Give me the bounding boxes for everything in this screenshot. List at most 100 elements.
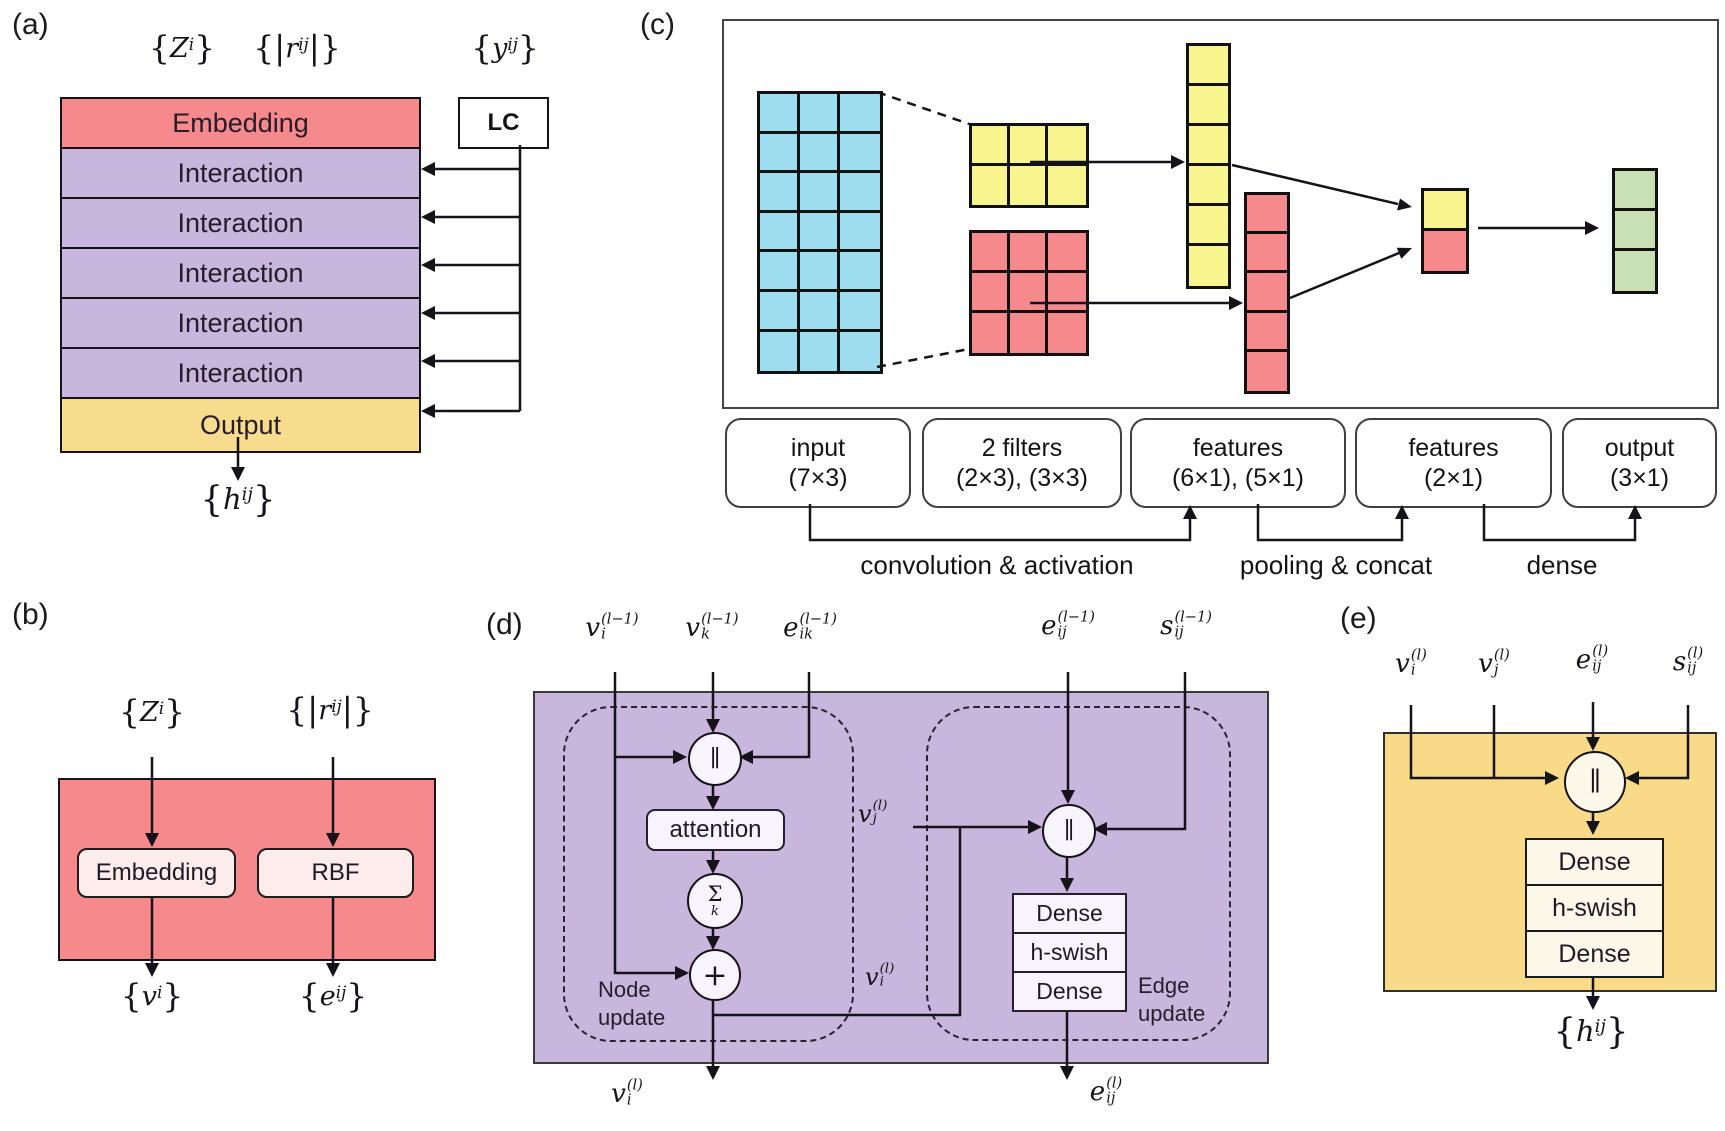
- label-box-filters: 2 filters (2×3), (3×3): [922, 418, 1122, 508]
- grid-cell: [840, 331, 880, 372]
- grid-cell: [760, 331, 800, 372]
- grid-cell: [972, 233, 1010, 273]
- label-line: features: [1192, 434, 1284, 462]
- grid-cell: [840, 133, 880, 174]
- grid-cell: [1189, 86, 1228, 126]
- panel-e-tag: (e): [1340, 602, 1377, 635]
- sum-over-k-circle: Σ k: [687, 873, 743, 929]
- lc-block: LC: [458, 97, 549, 149]
- dense-layer: Dense: [1527, 930, 1662, 976]
- model-stack: Embedding Interaction Interaction Intera…: [60, 97, 421, 453]
- label-line: (2×3), (3×3): [955, 464, 1088, 492]
- interaction-layer-block: Interaction: [62, 197, 419, 247]
- grid-cell: [1048, 165, 1086, 205]
- label-line: (7×3): [788, 464, 848, 492]
- output-mlp-stack: Dense h-swish Dense: [1525, 838, 1664, 978]
- embedding-sub-block: Embedding: [77, 848, 236, 898]
- edge-update-label: Edge update: [1138, 973, 1206, 1026]
- grid-cell: [1010, 126, 1048, 166]
- grid-cell: [1010, 165, 1048, 205]
- grid-cell: [1010, 273, 1048, 313]
- panel-e-input-sij: s(l)ij: [1672, 644, 1704, 677]
- grid-cell: [800, 133, 840, 174]
- label-line: input: [790, 434, 846, 462]
- grid-cell: [1189, 246, 1228, 286]
- grid-cell: [972, 126, 1010, 166]
- grid-cell: [800, 173, 840, 213]
- grid-cell: [840, 173, 880, 213]
- grid-cell: [1247, 234, 1287, 274]
- panel-d-input-sij: s(l−1)ij: [1160, 608, 1212, 641]
- grid-cell: [1247, 312, 1287, 352]
- grid-cell: [1010, 313, 1048, 353]
- label-box-output: output (3×1): [1562, 418, 1717, 508]
- label-box-features-1: features (6×1), (5×1): [1130, 418, 1346, 508]
- grid-cell: [800, 252, 840, 292]
- grid-cell: [1615, 171, 1655, 211]
- label-line: output: [1604, 434, 1675, 462]
- grid-cell: [840, 94, 880, 134]
- grid-cell: [840, 252, 880, 292]
- caption-convolution-activation: convolution & activation: [860, 550, 1134, 580]
- sigma-subscript: k: [711, 904, 719, 919]
- label-line: 2 filters: [981, 434, 1063, 462]
- grid-cell: [800, 212, 840, 253]
- dense-layer: Dense: [1014, 895, 1125, 932]
- edge-concat-circle: ∥: [1042, 804, 1096, 858]
- output-layer-block: Output: [62, 397, 419, 451]
- label-line: (2×1): [1423, 464, 1484, 492]
- output-column-3x1: [1612, 168, 1658, 294]
- grid-cell: [1048, 313, 1086, 353]
- grid-cell: [800, 94, 840, 134]
- h-swish-layer: h-swish: [1527, 884, 1662, 930]
- dense-layer: Dense: [1527, 840, 1662, 884]
- interaction-layer-block: Interaction: [62, 247, 419, 297]
- node-update-label: Node update: [598, 977, 666, 1030]
- input-matrix-7x3: [757, 91, 883, 375]
- panel-d-input-vi: v(l−1)i: [585, 610, 639, 643]
- grid-cell: [760, 94, 800, 134]
- feature-column-6x1: [1186, 43, 1231, 289]
- grid-cell: [760, 173, 800, 213]
- label-box-features-2: features (2×1): [1355, 418, 1552, 508]
- caption-dense: dense: [1526, 550, 1598, 580]
- grid-cell: [1247, 273, 1287, 313]
- grid-cell: [800, 292, 840, 332]
- interaction-layer-block: Interaction: [62, 147, 419, 197]
- label-line: features: [1408, 434, 1499, 462]
- panel-d-output-eij: e(l)ij: [1089, 1074, 1123, 1107]
- filter-2x3: [969, 123, 1089, 208]
- conv-elbow: [808, 504, 1192, 542]
- panel-e-input-vi: v(l)i: [1395, 646, 1427, 679]
- panel-d-tag: (d): [486, 608, 523, 641]
- label-line: (6×1), (5×1): [1171, 464, 1304, 492]
- grid-cell: [760, 252, 800, 292]
- grid-cell: [1048, 233, 1086, 273]
- grid-cell: [1247, 195, 1287, 235]
- grid-cell: [1615, 211, 1655, 251]
- label-line: (3×1): [1609, 464, 1670, 492]
- grid-cell: [760, 292, 800, 332]
- edge-mlp-stack: Dense h-swish Dense: [1012, 893, 1127, 1012]
- vj-label: v(l)j: [858, 798, 888, 828]
- panel-a-tag: (a): [12, 8, 49, 41]
- grid-cell: [1424, 231, 1466, 271]
- filter-3x3: [969, 230, 1089, 356]
- panel-d-output-vi: v(l)i: [611, 1076, 643, 1109]
- grid-cell: [840, 212, 880, 253]
- panel-b-tag: (b): [12, 598, 49, 631]
- panel-c-tag: (c): [640, 8, 675, 41]
- grid-cell: [1189, 166, 1228, 206]
- grid-cell: [1048, 126, 1086, 166]
- pool-elbow: [1256, 504, 1404, 542]
- label-box-input: input (7×3): [725, 418, 911, 508]
- caption-pooling-concat: pooling & concat: [1239, 550, 1433, 580]
- grid-cell: [1010, 233, 1048, 273]
- grid-cell: [1615, 251, 1655, 291]
